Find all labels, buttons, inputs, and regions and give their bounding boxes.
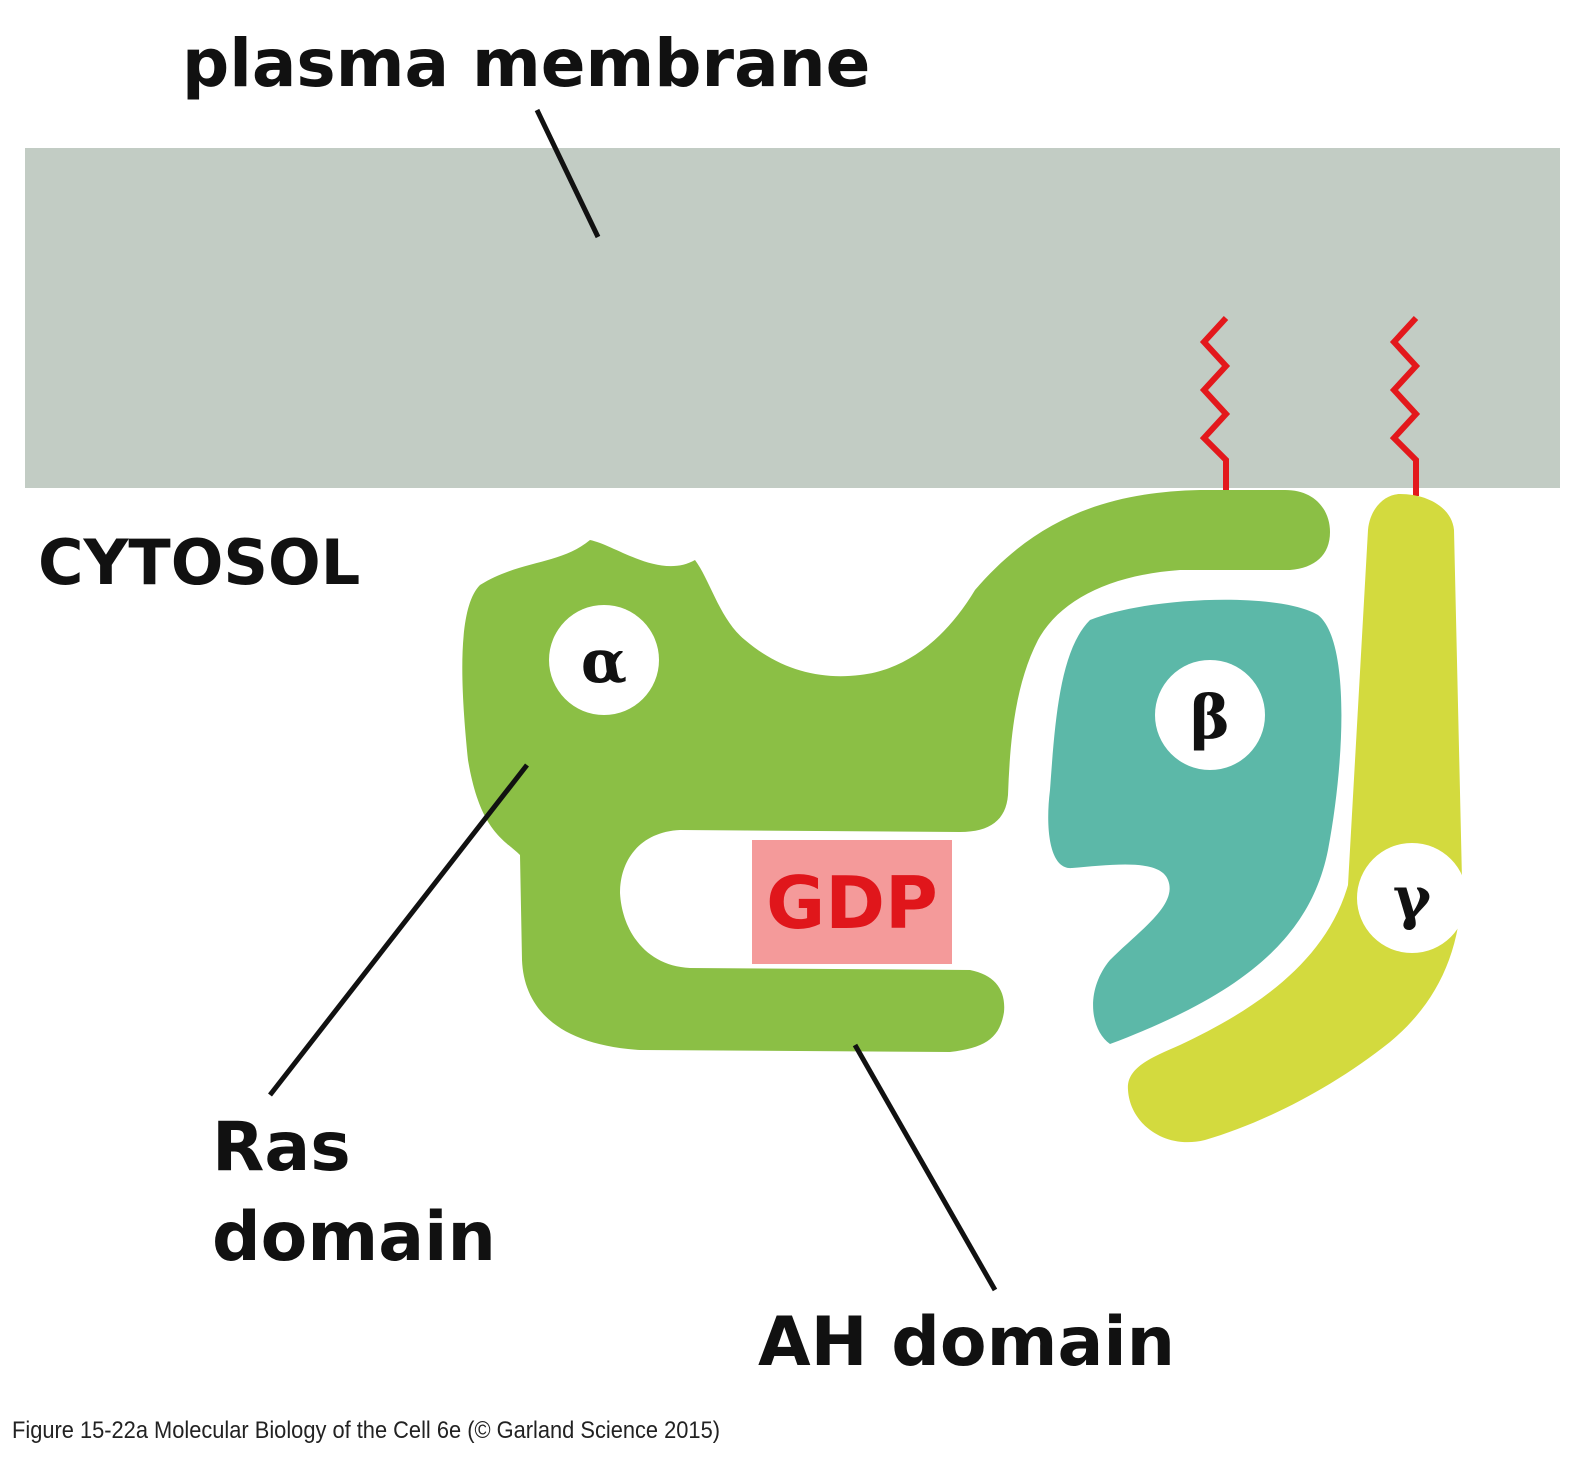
gamma-circle [1357, 843, 1467, 953]
gdp-box [752, 840, 952, 964]
ras-domain-label-line2: domain [212, 1198, 496, 1277]
plasma-membrane-label: plasma membrane [182, 25, 870, 102]
alpha-symbol: α [581, 627, 627, 697]
alpha-lipid-anchor [1199, 315, 1231, 490]
membrane-leader-line [534, 108, 601, 239]
gamma-subunit [1127, 494, 1462, 1143]
gdp-label: GDP [766, 861, 938, 945]
cytosol-label: CYTOSOL [38, 526, 360, 599]
gamma-symbol: γ [1393, 864, 1432, 932]
ah-domain-label: AH domain [758, 1303, 1175, 1382]
alpha-circle [549, 605, 659, 715]
beta-symbol: β [1190, 683, 1230, 753]
figure-caption: Figure 15-22a Molecular Biology of the C… [12, 1417, 720, 1444]
plasma-membrane-band [25, 148, 1560, 488]
ras-domain-leader-line [268, 763, 529, 1097]
ras-domain-label-line1: Ras [212, 1108, 351, 1187]
beta-circle [1155, 660, 1265, 770]
gamma-lipid-anchor [1389, 315, 1421, 496]
ah-domain-leader-line [852, 1043, 998, 1292]
beta-subunit [1048, 599, 1342, 1044]
alpha-subunit [462, 490, 1330, 1052]
